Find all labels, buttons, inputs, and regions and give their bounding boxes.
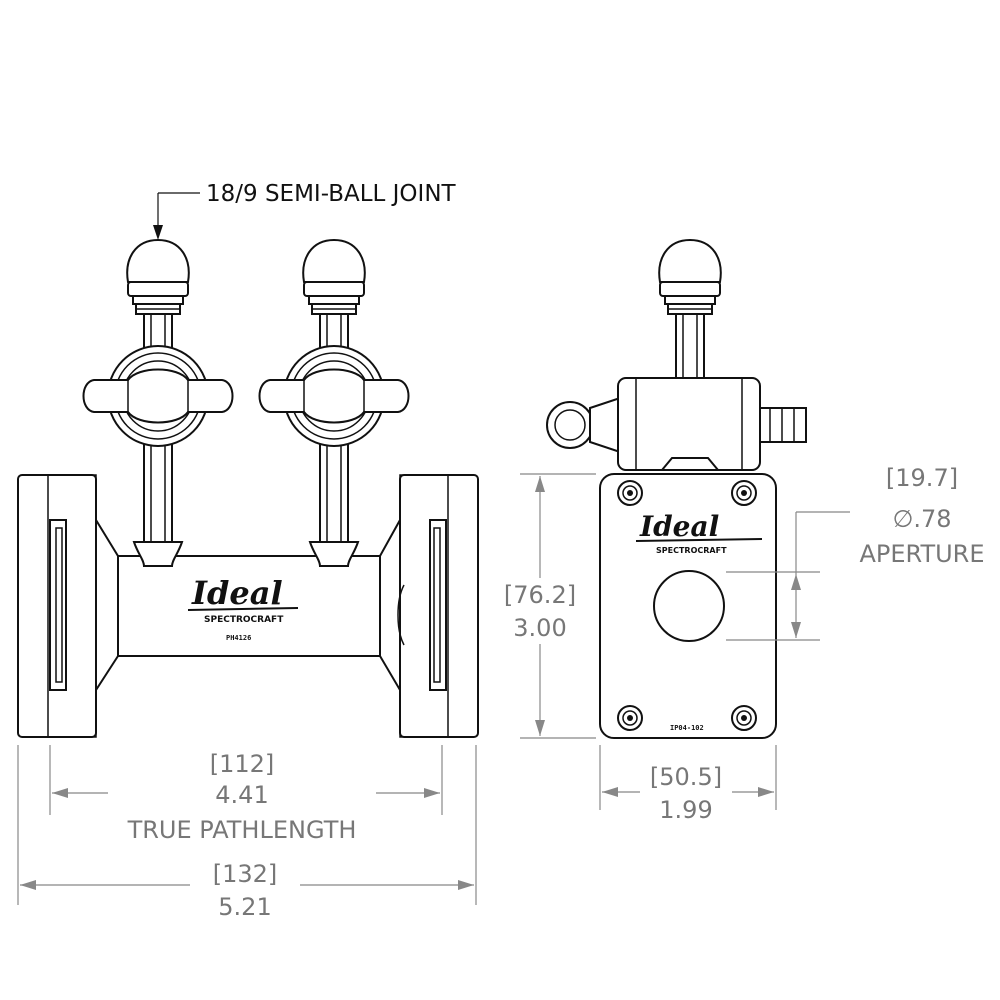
pathlength-mm: [112]: [210, 750, 275, 778]
screw-bottom-right: [731, 705, 757, 731]
pathlength-in: 4.41: [215, 781, 268, 809]
overall-length-mm: [132]: [213, 860, 278, 888]
width-in: 1.99: [659, 796, 712, 824]
right-window-flange: [379, 474, 479, 738]
front-serial: PH4126: [226, 634, 251, 642]
side-stopcock-barrel: [546, 377, 761, 471]
side-logo-maker: SPECTROCRAFT: [656, 546, 727, 555]
pathlength-caption: TRUE PATHLENGTH: [127, 816, 357, 844]
callout-label: 18/9 SEMI-BALL JOINT: [206, 181, 457, 207]
height-mm: [76.2]: [504, 581, 576, 609]
right-semi-ball-joint: [302, 239, 366, 315]
side-semi-ball-joint: [658, 239, 722, 315]
callout-leader: [153, 192, 200, 240]
height-in: 3.00: [513, 614, 566, 642]
aperture-caption: APERTURE: [859, 540, 984, 568]
screw-top-right: [731, 480, 757, 506]
left-semi-ball-joint: [126, 239, 190, 315]
front-logo: Ideal SPECTROCRAFT PH4126: [187, 574, 299, 642]
height-dimension: [520, 473, 596, 739]
overall-length-in: 5.21: [218, 893, 271, 921]
side-serial: IP04-102: [670, 724, 704, 732]
aperture-mm: [19.7]: [886, 464, 958, 492]
screw-top-left: [617, 480, 643, 506]
screw-bottom-left: [617, 705, 643, 731]
side-logo-brand: Ideal: [639, 510, 719, 543]
width-mm: [50.5]: [650, 763, 722, 791]
overall-length-dimension: [17, 745, 477, 905]
left-window-flange: [17, 474, 119, 738]
side-logo: Ideal SPECTROCRAFT: [635, 510, 763, 555]
front-logo-brand: Ideal: [191, 574, 283, 612]
width-dimension: [599, 745, 777, 810]
pathlength-dimension: [49, 745, 443, 815]
front-view: Ideal SPECTROCRAFT PH4126: [17, 192, 479, 738]
aperture-in: ∅.78: [892, 505, 951, 533]
side-view: Ideal SPECTROCRAFT IP04-102: [546, 239, 807, 739]
aperture-opening: [653, 570, 725, 642]
aperture-dimension: [726, 511, 850, 641]
front-logo-maker: SPECTROCRAFT: [204, 615, 284, 625]
